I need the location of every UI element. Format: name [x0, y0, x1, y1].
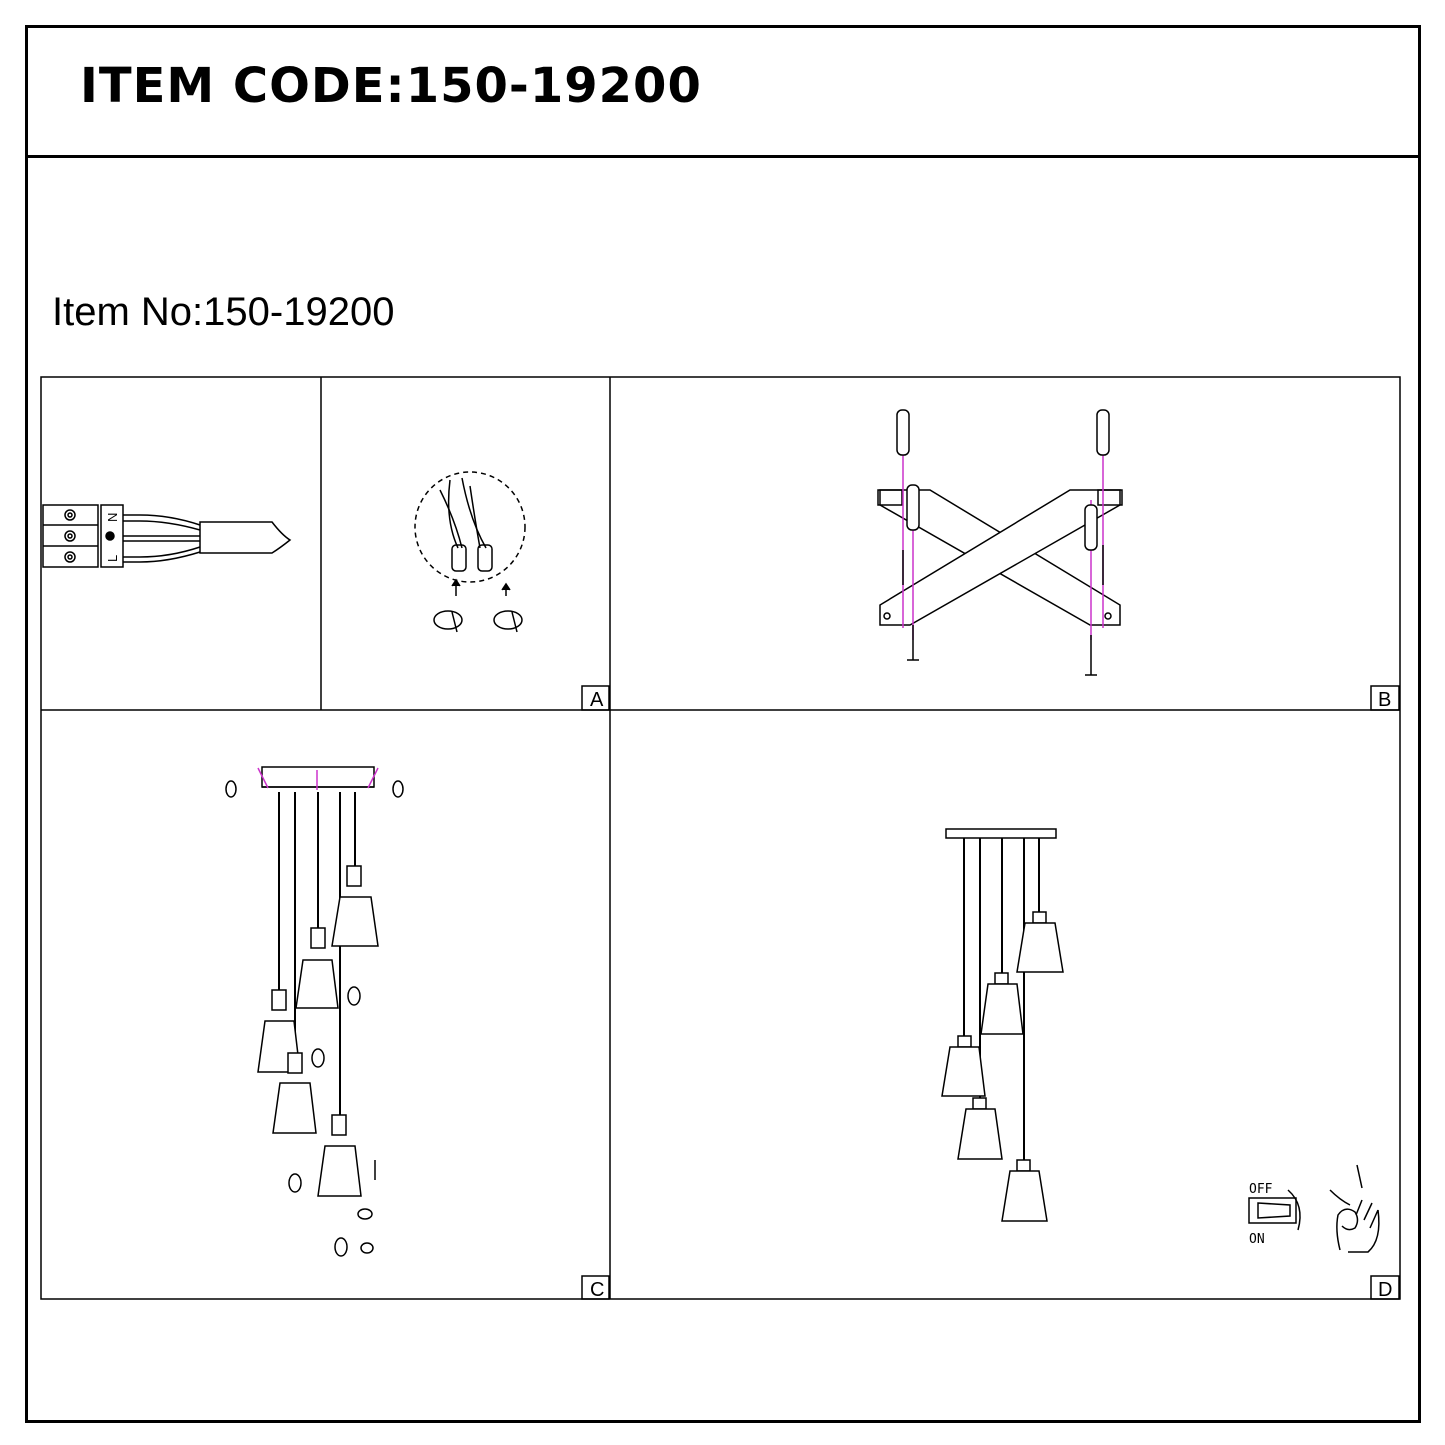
- cross-bracket-illustration: [877, 489, 1123, 626]
- terminal-block-illustration: [42, 504, 292, 568]
- terminal-l-label: L: [105, 555, 120, 562]
- lampshades-d: [941, 911, 1064, 1222]
- lampshades-c: [257, 865, 379, 1197]
- step-b-tag: [1370, 685, 1400, 711]
- panel-outline: [40, 376, 1401, 1300]
- step-a-tag: [581, 685, 610, 711]
- pendant-cords-c: [278, 792, 356, 1115]
- item-number-label: Item No:150-19200: [52, 290, 395, 334]
- power-switch-icon: [1248, 1189, 1301, 1231]
- step-d-label: D: [1378, 1279, 1392, 1301]
- wire-connector-detail: [414, 471, 526, 633]
- switch-on-label: ON: [1249, 1232, 1265, 1247]
- canopy-exploded: [225, 766, 404, 798]
- step-c-tag: [581, 1275, 610, 1300]
- step-a-label: A: [590, 689, 604, 711]
- terminal-n-label: N: [105, 513, 120, 522]
- step-d-tag: [1370, 1275, 1400, 1300]
- step-b-label: B: [1378, 689, 1391, 711]
- header-divider: [25, 155, 1421, 158]
- assembled-canopy: [945, 828, 1057, 839]
- item-code-title: ITEM CODE:150-19200: [80, 58, 702, 114]
- mounting-guides: [902, 450, 1104, 640]
- bulbs-c: [288, 986, 376, 1257]
- mounting-screws: [902, 545, 1104, 676]
- panel-borders: [40, 376, 1401, 1300]
- wall-plugs: [896, 409, 1110, 551]
- hand-ok-icon: [1329, 1164, 1380, 1253]
- step-c-label: C: [590, 1279, 604, 1301]
- sheet-frame: [25, 25, 1421, 1423]
- switch-off-label: OFF: [1249, 1182, 1273, 1197]
